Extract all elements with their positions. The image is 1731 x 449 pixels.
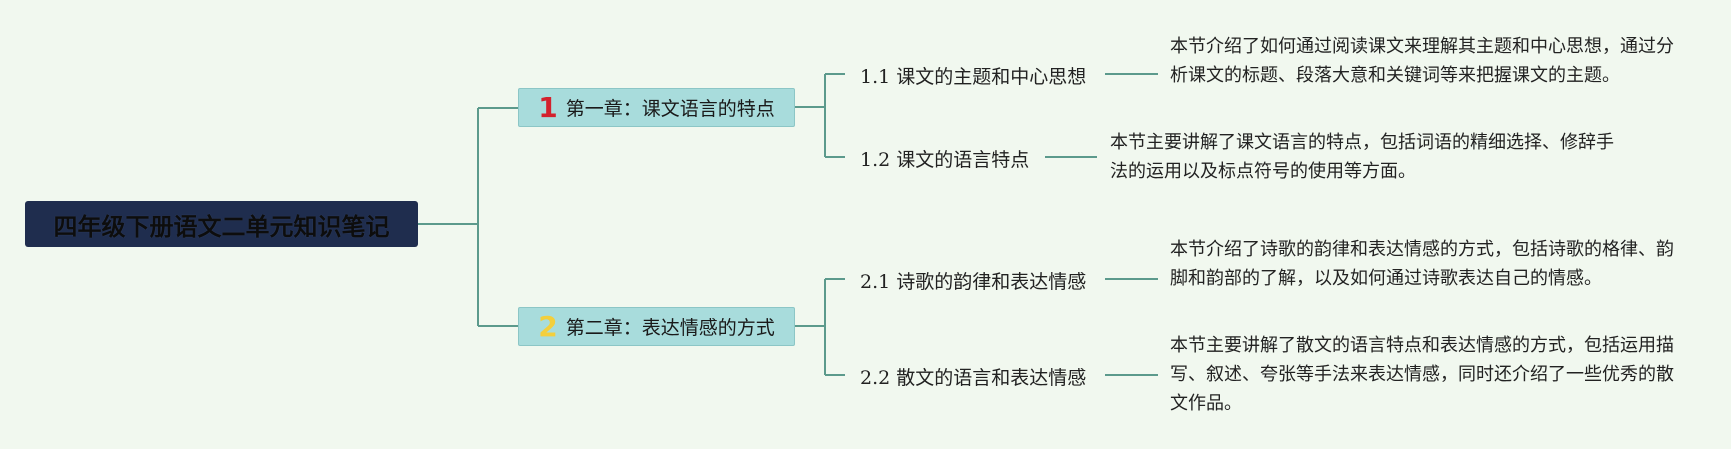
root-connector <box>418 107 518 327</box>
chapter1-connector <box>795 73 845 158</box>
chapter-1-title: 第一章：课文语言的特点 <box>565 98 775 120</box>
section-2-2-description: 本节主要讲解了散文的语言特点和表达情感的方式，包括运用描写、叙述、夸张等手法来表… <box>1170 335 1674 414</box>
chapter-1-number: 1 <box>538 90 558 124</box>
section-2-1-description: 本节介绍了诗歌的韵律和表达情感的方式，包括诗歌的格律、韵脚和韵部的了解，以及如何… <box>1170 239 1674 289</box>
section-1-1[interactable]: 1.1 课文的主题和中心思想 <box>860 66 1087 88</box>
section-1-2[interactable]: 1.2 课文的语言特点 <box>860 149 1030 171</box>
root-title: 四年级下册语文二单元知识笔记 <box>53 212 390 241</box>
section-1-2-description: 本节主要讲解了课文语言的特点，包括词语的精细选择、修辞手法的运用以及标点符号的使… <box>1110 132 1614 182</box>
chapter-2-node[interactable]: 2 第二章：表达情感的方式 <box>518 307 795 346</box>
section-2-2[interactable]: 2.2 散文的语言和表达情感 <box>860 367 1087 389</box>
root-node[interactable]: 四年级下册语文二单元知识笔记 <box>25 201 418 247</box>
section-2-1[interactable]: 2.1 诗歌的韵律和表达情感 <box>860 271 1087 293</box>
section-1-1-description: 本节介绍了如何通过阅读课文来理解其主题和中心思想，通过分析课文的标题、段落大意和… <box>1170 36 1674 86</box>
chapter-2-number: 2 <box>538 309 558 343</box>
chapter-1-node[interactable]: 1 第一章：课文语言的特点 <box>518 88 795 127</box>
chapter-2-title: 第二章：表达情感的方式 <box>565 317 775 339</box>
chapter2-connector <box>795 278 845 376</box>
